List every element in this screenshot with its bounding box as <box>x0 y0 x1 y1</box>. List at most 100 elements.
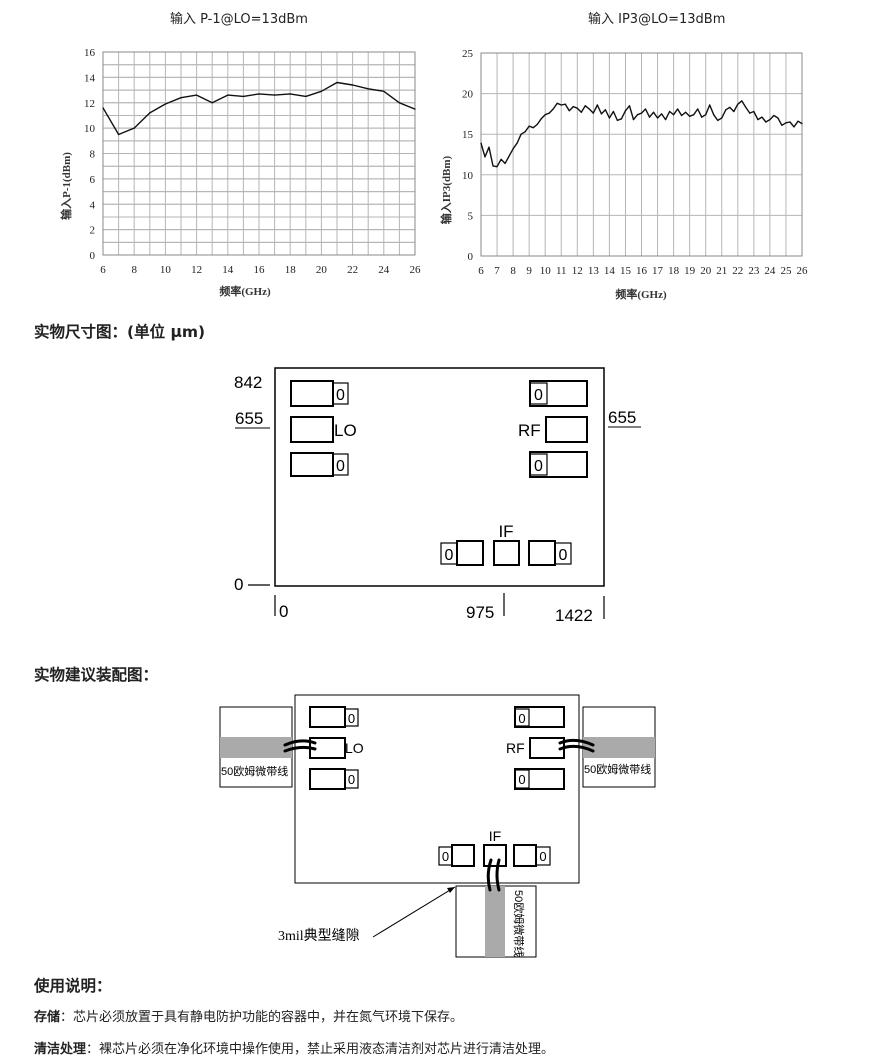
data-point <box>737 103 739 105</box>
right-microstrip-line <box>583 737 655 758</box>
data-point <box>258 93 260 95</box>
x-tick-label: 10 <box>540 265 552 277</box>
data-point <box>733 110 735 113</box>
pad-zero-label: 0 <box>559 547 568 564</box>
data-point <box>632 118 635 121</box>
asm-rf-cap-bottom <box>514 769 530 789</box>
x-tick-label: 9 <box>526 265 532 277</box>
data-point <box>556 102 558 104</box>
data-point <box>480 142 482 144</box>
x-tick-label: 19 <box>684 265 696 277</box>
x-tick-label: 12 <box>572 265 583 277</box>
chart2-series <box>480 100 803 168</box>
x-tick-label: 6 <box>100 264 106 276</box>
x-tick-label: 17 <box>652 265 664 277</box>
y-tick-label: 4 <box>90 199 96 211</box>
data-point <box>118 133 120 136</box>
data-point <box>164 103 166 105</box>
asm-if-label: IF <box>489 828 501 844</box>
data-point <box>540 118 542 120</box>
asm-if-ground-left <box>451 844 475 867</box>
data-point <box>660 113 663 115</box>
x-tick-label: 26 <box>797 265 809 277</box>
data-point <box>729 106 731 109</box>
data-point <box>673 114 675 116</box>
y-tick-label: 8 <box>90 149 96 161</box>
storage-text: ：芯片必须放置于具有静电防护功能的容器中，并在氮气环境下保存。 <box>60 1010 464 1025</box>
lo-capacitor-top <box>332 382 349 405</box>
x-tick-label: 20 <box>700 265 712 277</box>
if-capacitor-right <box>554 542 572 565</box>
pad-zero-label: 0 <box>445 547 454 564</box>
y-tick-label: 12 <box>84 98 95 110</box>
bottom-microstrip-line <box>485 886 505 957</box>
data-point <box>496 166 498 168</box>
storage-note: 存储：芯片必须放置于具有静电防护功能的容器中，并在氮气环境下保存。 <box>34 1006 463 1025</box>
data-point <box>488 146 490 148</box>
data-point <box>592 112 594 114</box>
data-point <box>242 95 244 98</box>
data-point <box>668 110 671 113</box>
dim-y-0: 0 <box>234 575 243 594</box>
x-tick-label: 16 <box>254 264 266 276</box>
x-tick-label: 14 <box>222 264 234 276</box>
x-tick-label: 22 <box>347 264 358 276</box>
data-point <box>196 94 198 96</box>
data-point <box>769 118 771 121</box>
lo-label: LO <box>334 421 357 440</box>
data-point <box>604 109 606 111</box>
if-ground-pad-left <box>456 540 484 566</box>
data-point <box>133 127 135 129</box>
data-point <box>548 112 550 114</box>
data-point <box>572 105 574 108</box>
bond-wires <box>283 738 595 892</box>
chart1-series <box>102 81 416 136</box>
dim-x-975: 975 <box>466 603 494 622</box>
clean-label: 清洁处理 <box>34 1042 87 1057</box>
data-point <box>560 104 562 106</box>
data-point <box>785 122 787 124</box>
data-point <box>508 155 510 157</box>
x-tick-label: 13 <box>588 265 600 277</box>
data-point <box>644 108 647 110</box>
data-point <box>793 126 795 128</box>
dim-y-842: 842 <box>234 373 262 392</box>
pad-zero-label: 0 <box>348 772 355 787</box>
chart2-title: 输入 IP3@LO=13dBm <box>588 12 726 27</box>
data-point <box>741 100 743 102</box>
data-point <box>725 109 727 111</box>
x-tick-label: 24 <box>764 265 776 277</box>
data-point <box>701 116 703 118</box>
data-point <box>492 165 494 167</box>
left-microstrip-line <box>220 737 292 758</box>
data-point <box>628 105 631 107</box>
asm-lo-label: LO <box>345 740 364 756</box>
data-point <box>689 115 691 117</box>
data-point <box>608 117 610 119</box>
data-point <box>612 110 615 113</box>
data-point <box>705 114 707 116</box>
plot-frame <box>480 52 803 257</box>
data-point <box>652 111 655 113</box>
dim-y-655-right: 655 <box>608 408 636 427</box>
x-tick-label: 8 <box>131 264 137 276</box>
data-point <box>801 123 803 125</box>
data-point <box>681 114 683 117</box>
storage-label: 存储 <box>34 1010 61 1025</box>
chart2-xlabel: 频率(GHz) <box>615 287 667 301</box>
asm-rf-label: RF <box>506 740 525 756</box>
data-point <box>781 124 783 126</box>
section-title-assembly: 实物建议装配图： <box>34 666 159 684</box>
data-point <box>544 114 546 116</box>
pad-zero-label: 0 <box>336 387 345 404</box>
data-point <box>620 118 623 120</box>
data-point <box>516 142 518 144</box>
x-tick-label: 23 <box>748 265 760 277</box>
data-point <box>274 94 276 96</box>
x-tick-label: 25 <box>780 265 792 277</box>
data-point <box>721 117 723 119</box>
data-point <box>536 123 538 126</box>
dim-y-655-left: 655 <box>235 409 263 428</box>
